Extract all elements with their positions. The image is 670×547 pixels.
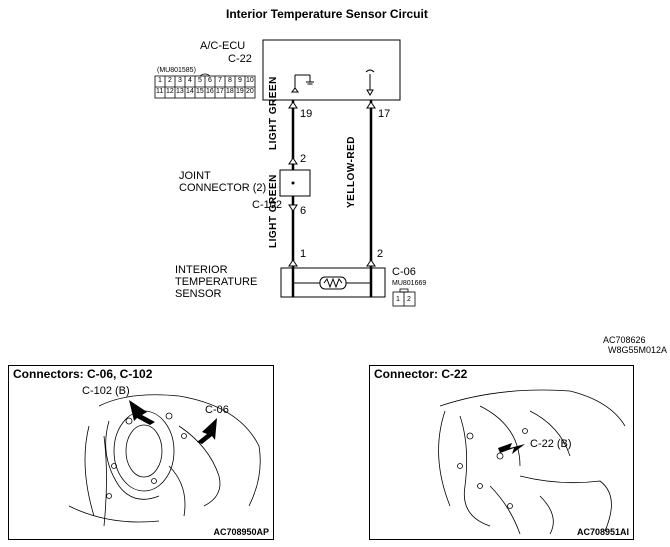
diagram-code-2: W8G55M012A bbox=[608, 345, 668, 355]
dashboard-illustration-left bbox=[68, 394, 261, 527]
ecu-pin-5: 5 bbox=[198, 77, 202, 84]
ecu-pin-14: 14 bbox=[186, 88, 194, 95]
panel-left-title: Connectors: C-06, C-102 bbox=[13, 367, 153, 381]
ecu-box bbox=[262, 39, 401, 101]
connector-location-panel-right: Connector: C-22 C-22 (B) AC708951AI bbox=[369, 365, 634, 540]
joint-pin-bottom: 6 bbox=[300, 205, 307, 217]
arrow-c102 bbox=[129, 400, 155, 425]
ecu-pin-12: 12 bbox=[166, 88, 174, 95]
connector-location-panel-left: Connectors: C-06, C-102 C-102 (B) C-06 A… bbox=[8, 365, 274, 540]
dashboard-illustration-right bbox=[438, 389, 626, 535]
thermistor-symbol bbox=[293, 276, 371, 290]
wire-label-right: YELLOW-RED bbox=[346, 135, 357, 208]
sensor-box bbox=[280, 267, 386, 298]
ecu-pin-10: 10 bbox=[246, 77, 254, 84]
sensor-connector-id: C-06 bbox=[392, 266, 416, 278]
sensor-connector-icon bbox=[392, 288, 416, 307]
ecu-pin-3: 3 bbox=[178, 77, 182, 84]
ecu-pin-11: 11 bbox=[156, 88, 164, 95]
ecu-pin-16: 16 bbox=[206, 88, 214, 95]
sensor-name-2: TEMPERATURE bbox=[175, 276, 258, 288]
ecu-name: A/C-ECU bbox=[200, 40, 246, 52]
joint-connector-id: C-102 bbox=[252, 199, 282, 211]
ecu-pin-7: 7 bbox=[218, 77, 222, 84]
ecu-connector-id: C-22 bbox=[228, 53, 252, 65]
ecu-pin-2: 2 bbox=[168, 77, 172, 84]
diagram-code-1: AC708626 bbox=[603, 335, 646, 345]
panel-left-code: AC708950AP bbox=[213, 527, 269, 537]
ecu-connector-grid bbox=[154, 73, 256, 99]
joint-connector-name-2: CONNECTOR (2) bbox=[179, 182, 267, 194]
wire-label-left-lower: LIGHT GREEN bbox=[268, 174, 279, 248]
ground-symbol bbox=[291, 74, 314, 93]
arrow-c06 bbox=[197, 418, 217, 444]
ecu-pin-6: 6 bbox=[208, 77, 212, 84]
ecu-pin-4: 4 bbox=[188, 77, 192, 84]
wire-label-left-upper: LIGHT GREEN bbox=[268, 76, 279, 150]
ecu-pin-9: 9 bbox=[238, 77, 242, 84]
joint-pin-top: 2 bbox=[300, 153, 307, 165]
joint-connector-name-1: JOINT bbox=[179, 170, 211, 182]
ecu-pin-20: 20 bbox=[246, 88, 254, 95]
sensor-pin-left: 1 bbox=[300, 248, 307, 260]
ecu-pin-left: 19 bbox=[300, 108, 313, 120]
panel-left-label-c06: C-06 bbox=[205, 404, 229, 416]
signal-symbol bbox=[365, 69, 375, 96]
ecu-pin-18: 18 bbox=[226, 88, 234, 95]
panel-right-label-c22: C-22 (B) bbox=[530, 438, 572, 450]
panel-right-title: Connector: C-22 bbox=[374, 367, 468, 381]
sensor-name-1: INTERIOR bbox=[175, 264, 228, 276]
sensor-pin-right: 2 bbox=[377, 248, 384, 260]
ecu-part-number: (MU801585) bbox=[157, 67, 196, 74]
ecu-pin-right: 17 bbox=[378, 108, 391, 120]
sensor-part-number: MU801669 bbox=[392, 280, 427, 287]
ecu-pin-1: 1 bbox=[158, 77, 162, 84]
joint-connector-box bbox=[279, 169, 311, 197]
panel-left-label-c102: C-102 (B) bbox=[82, 385, 130, 397]
sensor-name-3: SENSOR bbox=[175, 288, 222, 300]
page-title: Interior Temperature Sensor Circuit bbox=[226, 7, 428, 21]
sensor-cpin-1: 1 bbox=[396, 296, 400, 303]
ecu-pin-15: 15 bbox=[196, 88, 204, 95]
ecu-pin-17: 17 bbox=[216, 88, 224, 95]
panel-right-code: AC708951AI bbox=[576, 527, 629, 537]
arrow-c22 bbox=[498, 443, 525, 454]
ecu-pin-19: 19 bbox=[236, 88, 244, 95]
sensor-cpin-2: 2 bbox=[407, 296, 411, 303]
ecu-pin-13: 13 bbox=[176, 88, 184, 95]
connector-marks bbox=[288, 101, 376, 267]
ecu-pin-8: 8 bbox=[228, 77, 232, 84]
